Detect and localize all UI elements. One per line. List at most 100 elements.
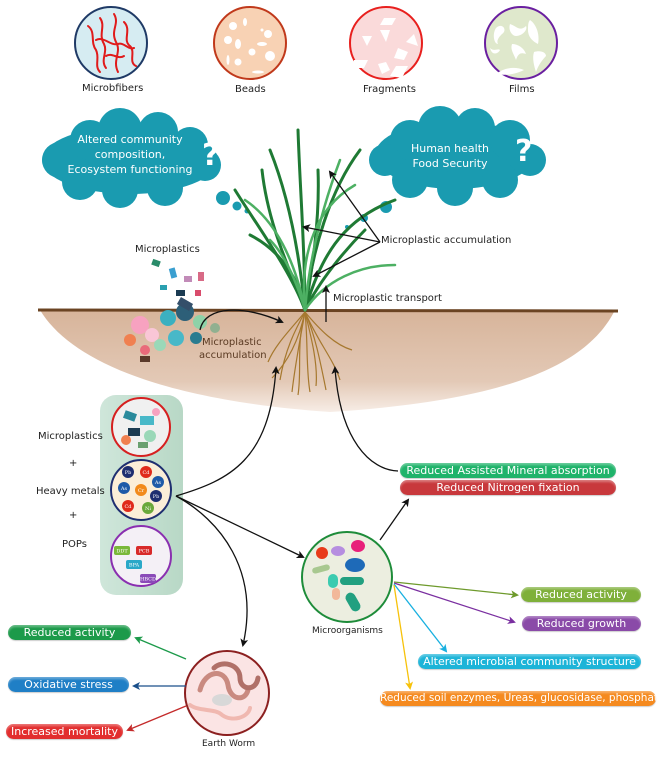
roots-icon bbox=[267, 311, 353, 396]
pop-chip-label: DDT bbox=[116, 549, 128, 555]
label-pollutant-microplastics: Microplastics bbox=[38, 431, 103, 442]
effect-mineral-absorption: Reduced Assisted Mineral absorption bbox=[400, 463, 616, 478]
cloud-right-line: Food Security bbox=[412, 157, 488, 170]
earthworms-icon bbox=[188, 661, 261, 721]
pop-chip-label: PCB bbox=[139, 549, 150, 555]
pop-chip-label: BPA bbox=[129, 563, 140, 569]
cloud-left-line: composition, bbox=[94, 148, 166, 161]
label-microplastics-pile: Microplastics bbox=[135, 244, 200, 255]
type-label-films: Films bbox=[509, 84, 535, 95]
metal-ion-label: As bbox=[120, 486, 128, 492]
effect-increased-mortality: Increased mortality bbox=[6, 724, 123, 739]
type-label-beads: Beads bbox=[235, 84, 266, 95]
earthworm-circle bbox=[184, 650, 270, 736]
metal-ion-label: As bbox=[154, 480, 162, 486]
microfibers-circle bbox=[74, 6, 148, 80]
films-circle bbox=[484, 6, 558, 80]
pop-chip-hbcd bbox=[140, 574, 156, 583]
type-label-microfibers: Microbfibers bbox=[82, 83, 144, 94]
arrow-reduced-activity-microbe bbox=[393, 581, 519, 599]
thought-bubble-dot bbox=[232, 201, 242, 211]
cloud-right-text: Human health Food Security bbox=[400, 141, 500, 171]
effect-soil-enzymes: Reduced soil enzymes, Ureas, glucosidase… bbox=[380, 691, 656, 706]
label-earthworm: Earth Worm bbox=[202, 739, 256, 749]
fragments-circle bbox=[349, 6, 423, 80]
arrow-reduced-growth-microbe bbox=[393, 582, 516, 624]
metal-ion-ni bbox=[142, 502, 154, 514]
pop-chip-ddt bbox=[114, 546, 130, 555]
film-shapes-icon bbox=[490, 20, 546, 75]
cloud-right-line: Human health bbox=[411, 142, 489, 155]
metal-ion-as bbox=[152, 476, 164, 488]
pop-chip-pcb bbox=[136, 546, 152, 555]
effect-worm-reduced-activity: Reduced activity bbox=[8, 625, 131, 640]
metal-ion-cd bbox=[122, 500, 134, 512]
thought-bubble-dot bbox=[216, 191, 230, 205]
arrow-microbes-to-nitrogen bbox=[379, 498, 410, 541]
arrow-pollutants-to-microbes bbox=[175, 495, 305, 559]
pops-circle: DDT PCB BPA HBCD bbox=[110, 525, 172, 587]
arrow-worm-reduced-activity bbox=[134, 636, 187, 660]
metal-ion-label: Cd bbox=[124, 504, 132, 510]
arrows-microbe-effects bbox=[393, 581, 519, 690]
label-pollutant-heavy-metals: Heavy metals bbox=[36, 486, 105, 497]
arrow-pollutants-to-earthworm bbox=[175, 495, 249, 647]
soil-surface-line bbox=[37, 308, 619, 313]
metal-ion-label: Pb bbox=[125, 470, 132, 476]
arrow-soil-enzymes bbox=[393, 584, 414, 690]
arrow-to-mid-leaf bbox=[302, 224, 381, 243]
arrow-altered-community bbox=[393, 583, 448, 653]
pop-chip-label: HBCD bbox=[140, 577, 156, 583]
label-soil-accumulation-2: accumulation bbox=[199, 350, 267, 361]
effect-oxidative-stress: Oxidative stress bbox=[8, 677, 129, 692]
arrow-to-lower-leaf bbox=[312, 241, 381, 277]
effect-nitrogen-fixation: Reduced Nitrogen fixation bbox=[400, 480, 616, 495]
pop-chip-bpa bbox=[126, 560, 142, 569]
microbes-icon bbox=[312, 540, 365, 612]
metal-ion-cd bbox=[140, 466, 152, 478]
cloud-left-line: Altered community bbox=[77, 133, 183, 146]
metal-ion-label: Pb bbox=[153, 494, 160, 500]
cloud-right bbox=[345, 106, 546, 229]
label-microplastic-accumulation-leaves: Microplastic accumulation bbox=[381, 235, 512, 246]
label-microorganisms: Microorganisms bbox=[312, 626, 383, 636]
metal-ion-label: Cd bbox=[142, 470, 150, 476]
metal-ion-cr bbox=[135, 484, 147, 496]
effect-microbe-reduced-growth: Reduced growth bbox=[522, 616, 641, 631]
arrow-pile-to-roots bbox=[199, 309, 284, 331]
effect-microbe-reduced-activity: Reduced activity bbox=[521, 587, 641, 602]
label-plus: + bbox=[69, 510, 78, 521]
microplastics-circle bbox=[111, 397, 171, 457]
label-pollutant-pops: POPs bbox=[62, 539, 87, 550]
microorganisms-circle bbox=[301, 531, 393, 623]
question-mark-icon: ? bbox=[202, 138, 220, 173]
fiber-strands-icon bbox=[87, 13, 137, 73]
question-mark-icon: ? bbox=[515, 134, 533, 169]
microplastics-pile-icon bbox=[124, 258, 220, 362]
arrow-worm-mortality bbox=[126, 705, 187, 732]
label-soil-accumulation-1: Microplastic bbox=[202, 337, 262, 348]
metal-ion-label: Cr bbox=[138, 488, 145, 494]
pop-chemicals-icon: DDT PCB BPA HBCD bbox=[114, 546, 156, 583]
metal-ion-pb bbox=[122, 466, 134, 478]
arrows-earthworm-effects bbox=[126, 636, 187, 732]
cloud-left-text: Altered community composition, Ecosystem… bbox=[60, 132, 200, 177]
arrow-to-upper-leaf bbox=[328, 170, 381, 243]
bead-shapes-icon bbox=[224, 18, 275, 74]
metal-ion-label: Ni bbox=[145, 506, 151, 512]
arrow-mineral-to-roots bbox=[331, 366, 399, 472]
cloud-left-line: Ecosystem functioning bbox=[67, 163, 193, 176]
label-microplastic-transport: Microplastic transport bbox=[333, 293, 442, 304]
fragment-shapes-icon bbox=[352, 18, 418, 78]
soil-cross-section bbox=[40, 310, 615, 412]
type-label-fragments: Fragments bbox=[363, 84, 416, 95]
beads-circle bbox=[213, 6, 287, 80]
arrows-black bbox=[175, 170, 410, 647]
cloud-left bbox=[42, 108, 250, 214]
effect-altered-community-structure: Altered microbial community structure bbox=[418, 654, 641, 669]
arrow-pollutants-to-roots bbox=[175, 366, 280, 497]
metal-ion-as bbox=[118, 482, 130, 494]
